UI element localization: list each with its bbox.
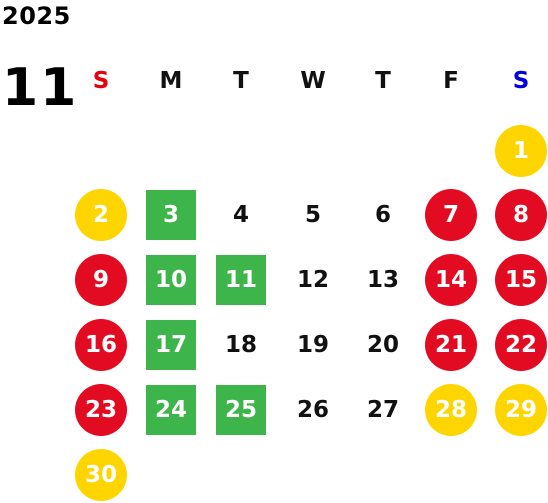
calendar-day-10[interactable]: 10	[146, 255, 196, 305]
calendar-day-26[interactable]: 26	[296, 397, 329, 423]
weekday-label-5: F	[443, 68, 459, 94]
calendar-day-25[interactable]: 25	[216, 385, 266, 435]
calendar-month: 11	[2, 58, 79, 118]
calendar-day-30[interactable]: 30	[75, 449, 127, 501]
calendar-year: 2025	[2, 2, 71, 30]
calendar-day-23[interactable]: 23	[75, 384, 127, 436]
calendar-day-22[interactable]: 22	[495, 319, 547, 371]
weekday-label-4: T	[375, 68, 391, 94]
weekday-label-0: S	[92, 68, 110, 94]
calendar-day-13[interactable]: 13	[366, 267, 399, 293]
calendar-day-18[interactable]: 18	[224, 332, 257, 358]
calendar-day-24[interactable]: 24	[146, 385, 196, 435]
calendar-day-29[interactable]: 29	[495, 384, 547, 436]
calendar-day-11[interactable]: 11	[216, 255, 266, 305]
calendar-day-3[interactable]: 3	[146, 190, 196, 240]
calendar-day-4[interactable]: 4	[232, 202, 249, 228]
calendar-day-16[interactable]: 16	[75, 319, 127, 371]
calendar-day-17[interactable]: 17	[146, 320, 196, 370]
calendar-day-21[interactable]: 21	[425, 319, 477, 371]
calendar-day-15[interactable]: 15	[495, 254, 547, 306]
calendar-day-28[interactable]: 28	[425, 384, 477, 436]
weekday-label-3: W	[300, 68, 326, 94]
calendar-day-8[interactable]: 8	[495, 189, 547, 241]
calendar-day-19[interactable]: 19	[296, 332, 329, 358]
calendar-day-6[interactable]: 6	[374, 202, 391, 228]
calendar-day-12[interactable]: 12	[296, 267, 329, 293]
weekday-label-1: M	[159, 68, 183, 94]
weekday-label-2: T	[233, 68, 249, 94]
calendar-day-14[interactable]: 14	[425, 254, 477, 306]
calendar-day-7[interactable]: 7	[425, 189, 477, 241]
calendar-day-5[interactable]: 5	[304, 202, 321, 228]
calendar-day-20[interactable]: 20	[366, 332, 399, 358]
calendar-day-9[interactable]: 9	[75, 254, 127, 306]
calendar-day-27[interactable]: 27	[366, 397, 399, 423]
weekday-label-6: S	[512, 68, 530, 94]
calendar-day-2[interactable]: 2	[75, 189, 127, 241]
calendar-day-1[interactable]: 1	[495, 125, 547, 177]
